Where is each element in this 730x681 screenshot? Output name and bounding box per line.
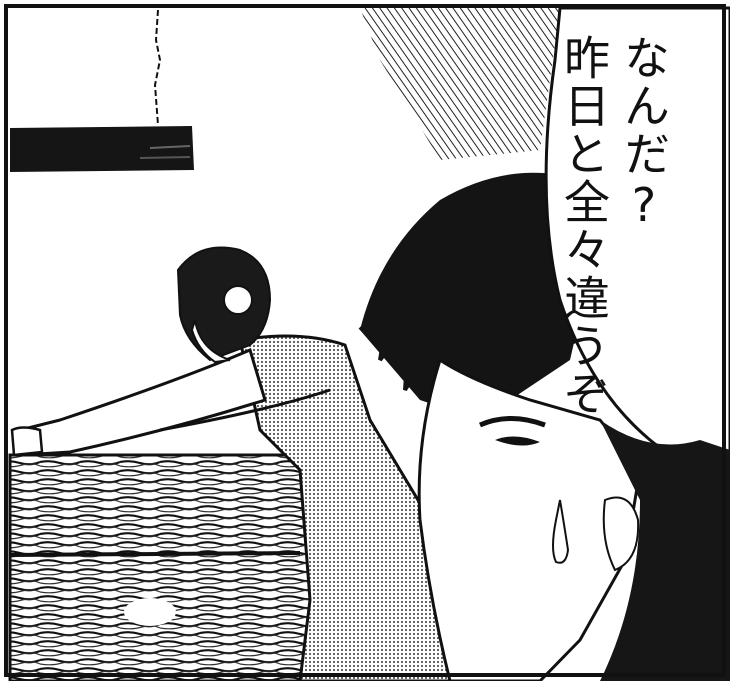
- man-face: [417, 357, 642, 681]
- man-hair-back: [600, 420, 730, 681]
- counter-highlight: [124, 598, 176, 626]
- man-hair: [360, 172, 600, 420]
- hanging-cord: [153, 9, 162, 126]
- woman-ear: [190, 319, 231, 364]
- hanging-shelf: [10, 126, 194, 172]
- speech-line-2: 昨日と全々違うぞ: [557, 34, 611, 418]
- man-ear: [602, 496, 640, 572]
- speech-line-1: なんだ?: [617, 34, 671, 234]
- man-eyebrow: [479, 416, 546, 428]
- hair-ornament: [223, 285, 253, 315]
- panel-border: [4, 4, 726, 677]
- woman-dress: [238, 334, 457, 681]
- wooden-counter: [8, 453, 312, 681]
- sweat-drop: [552, 499, 570, 564]
- woman-hand: [10, 426, 44, 457]
- wall-shading: [360, 8, 560, 160]
- man-eye: [495, 436, 540, 446]
